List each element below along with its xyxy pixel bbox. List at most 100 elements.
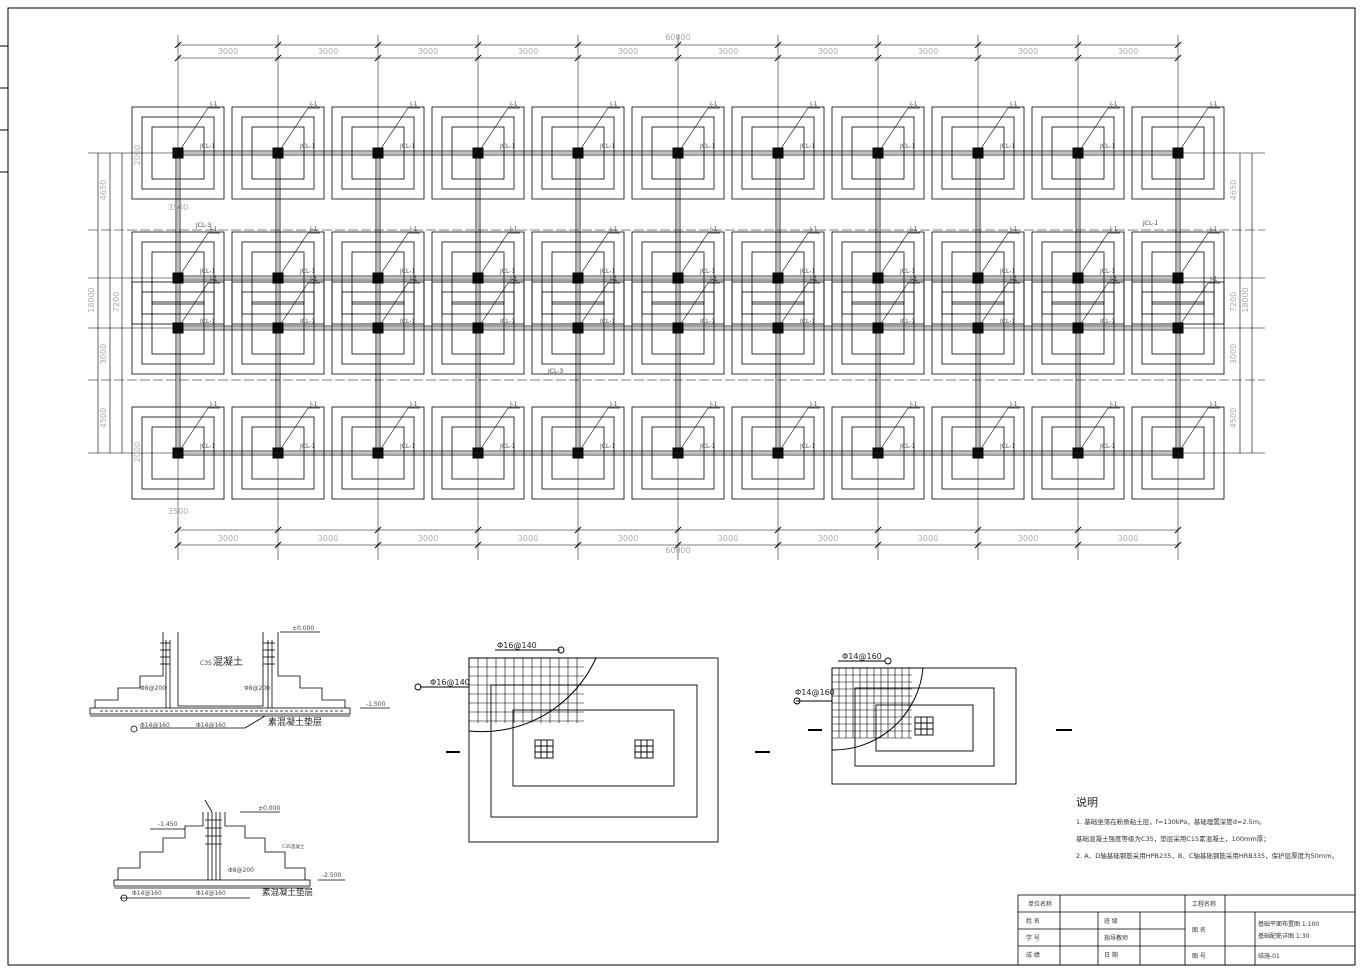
footing-step (851, 251, 905, 305)
footing-step (941, 116, 1015, 190)
section-b-rebar-2: Φ14@160 (196, 890, 226, 897)
leader-line (677, 282, 709, 329)
tb-class-label: 班 级 (1104, 917, 1118, 925)
beam-label: JCL-1 (499, 443, 515, 450)
footing-label: J-1 (309, 226, 318, 233)
dim-tick (874, 541, 882, 549)
footing: J-1 (931, 226, 1025, 325)
footing-step (841, 241, 915, 315)
right-dim-mid2: 3000 (1229, 344, 1238, 364)
footing-outline (331, 281, 425, 375)
dim-tick (574, 541, 582, 549)
leader-line (877, 282, 909, 329)
footing-label: J-1 (409, 226, 418, 233)
beam-label: JCL-1 (599, 143, 615, 150)
dim-tick (274, 41, 282, 49)
tb-unit-name: 单位名称 (1028, 900, 1052, 908)
leader-line (977, 107, 1009, 154)
footing-outline (231, 406, 325, 500)
footing: J-1 (631, 276, 725, 375)
section-b-detail (113, 799, 345, 902)
beam-label: JCL-1 (1099, 143, 1115, 150)
footing-step (641, 416, 715, 490)
span-dim-bottom: 3000 (1118, 534, 1138, 543)
section-a-detail (89, 631, 390, 733)
right-dim-mid: 7200 (1229, 292, 1238, 312)
footing-label: J-1 (709, 276, 718, 283)
footing-label: J-1 (1109, 101, 1118, 108)
footing-label: J-1 (709, 101, 718, 108)
footing-step (441, 291, 515, 365)
footing: J-1 (331, 276, 425, 375)
leader-line (1077, 232, 1109, 279)
total-dim-top: 60000 (665, 33, 690, 42)
beam-label: JCL-1 (699, 268, 715, 275)
footing-step (941, 416, 1015, 490)
span-dim-bottom: 3000 (1018, 534, 1038, 543)
notes-line-2: 基础混凝土强度等级为C35，垫层采用C15素混凝土，100mm厚； (1076, 834, 1270, 843)
leader-line (577, 407, 609, 454)
footing: J-1 (931, 401, 1025, 500)
footing-step (441, 241, 515, 315)
footing: J-1 (331, 226, 425, 325)
dim-tick (474, 541, 482, 549)
footing-step (951, 126, 1005, 180)
beam-label: JCL-1 (199, 268, 215, 275)
span-dim-top: 3000 (1118, 47, 1138, 56)
section-a-cushion-label: 素混凝土垫层 (268, 716, 322, 728)
footing-label: J-1 (909, 276, 918, 283)
leader-line (277, 282, 309, 329)
tb-drawing-no-label: 图 号 (1192, 953, 1206, 960)
footing-step (1051, 301, 1105, 355)
span-dim-top: 3000 (1018, 47, 1038, 56)
span-dim-top: 3000 (618, 47, 638, 56)
section-b-rebar-3: Φ8@200 (228, 867, 254, 874)
footing: J-1 (1031, 401, 1125, 500)
beam-label: JCL-1 (1099, 318, 1115, 325)
beam-label: JCL-1 (999, 268, 1015, 275)
dim-tick (574, 54, 582, 62)
dim-tick (1174, 541, 1182, 549)
footing: J-1 (931, 276, 1025, 375)
footing-label: J-1 (809, 401, 818, 408)
footing: J-1 (1031, 276, 1125, 375)
leader-line (177, 107, 209, 154)
footing-outline (531, 406, 625, 500)
leader-line (1177, 107, 1209, 154)
beam-label: JCL-1 (799, 268, 815, 275)
footing-step (651, 426, 705, 480)
beam-label: JCL-1 (799, 143, 815, 150)
section-b-side-level: -1.450 (158, 821, 178, 828)
leader-line (277, 232, 309, 279)
dim-tick (474, 41, 482, 49)
section-b-cushion-label: 素混凝土垫层 (262, 887, 313, 898)
left-dim-bot: 4500 (99, 408, 108, 428)
left-sub-dim-bot: 2000 (133, 442, 142, 462)
notes-line-1: 1. 基础坐落在粉质粘土层，f=130kPa，基础埋置深度d=2.5m。 (1076, 817, 1266, 826)
dim-tick (374, 541, 382, 549)
footing-label: J-1 (509, 226, 518, 233)
beam-label: JCL-1 (899, 443, 915, 450)
dim-tick (774, 541, 782, 549)
leader-line (677, 232, 709, 279)
footing-step (641, 116, 715, 190)
right-dim-top: 4650 (1229, 180, 1238, 200)
footing-step (951, 251, 1005, 305)
footing-step (341, 241, 415, 315)
section-a-rebar-4: Φ8@200 (244, 685, 270, 692)
tb-drawing-name-label: 图 名 (1192, 926, 1206, 934)
footing-step (1151, 251, 1205, 305)
footing-outline (731, 281, 825, 375)
dim-tick (874, 41, 882, 49)
footing-label: J-1 (609, 101, 618, 108)
footing: J-1 (1131, 401, 1225, 500)
footing-step (1151, 126, 1205, 180)
left-sub-dim-top: 2000 (133, 145, 142, 165)
footing-label: J-1 (309, 401, 318, 408)
dim-tick (474, 54, 482, 62)
beam-label-jcl1-right: JCL-1 (1142, 220, 1158, 227)
footing: J-1 (731, 401, 825, 500)
section-a-rebar-3: Φ8@200 (140, 685, 166, 692)
footing-outline (431, 106, 525, 200)
beam-label: JCL-1 (999, 443, 1015, 450)
